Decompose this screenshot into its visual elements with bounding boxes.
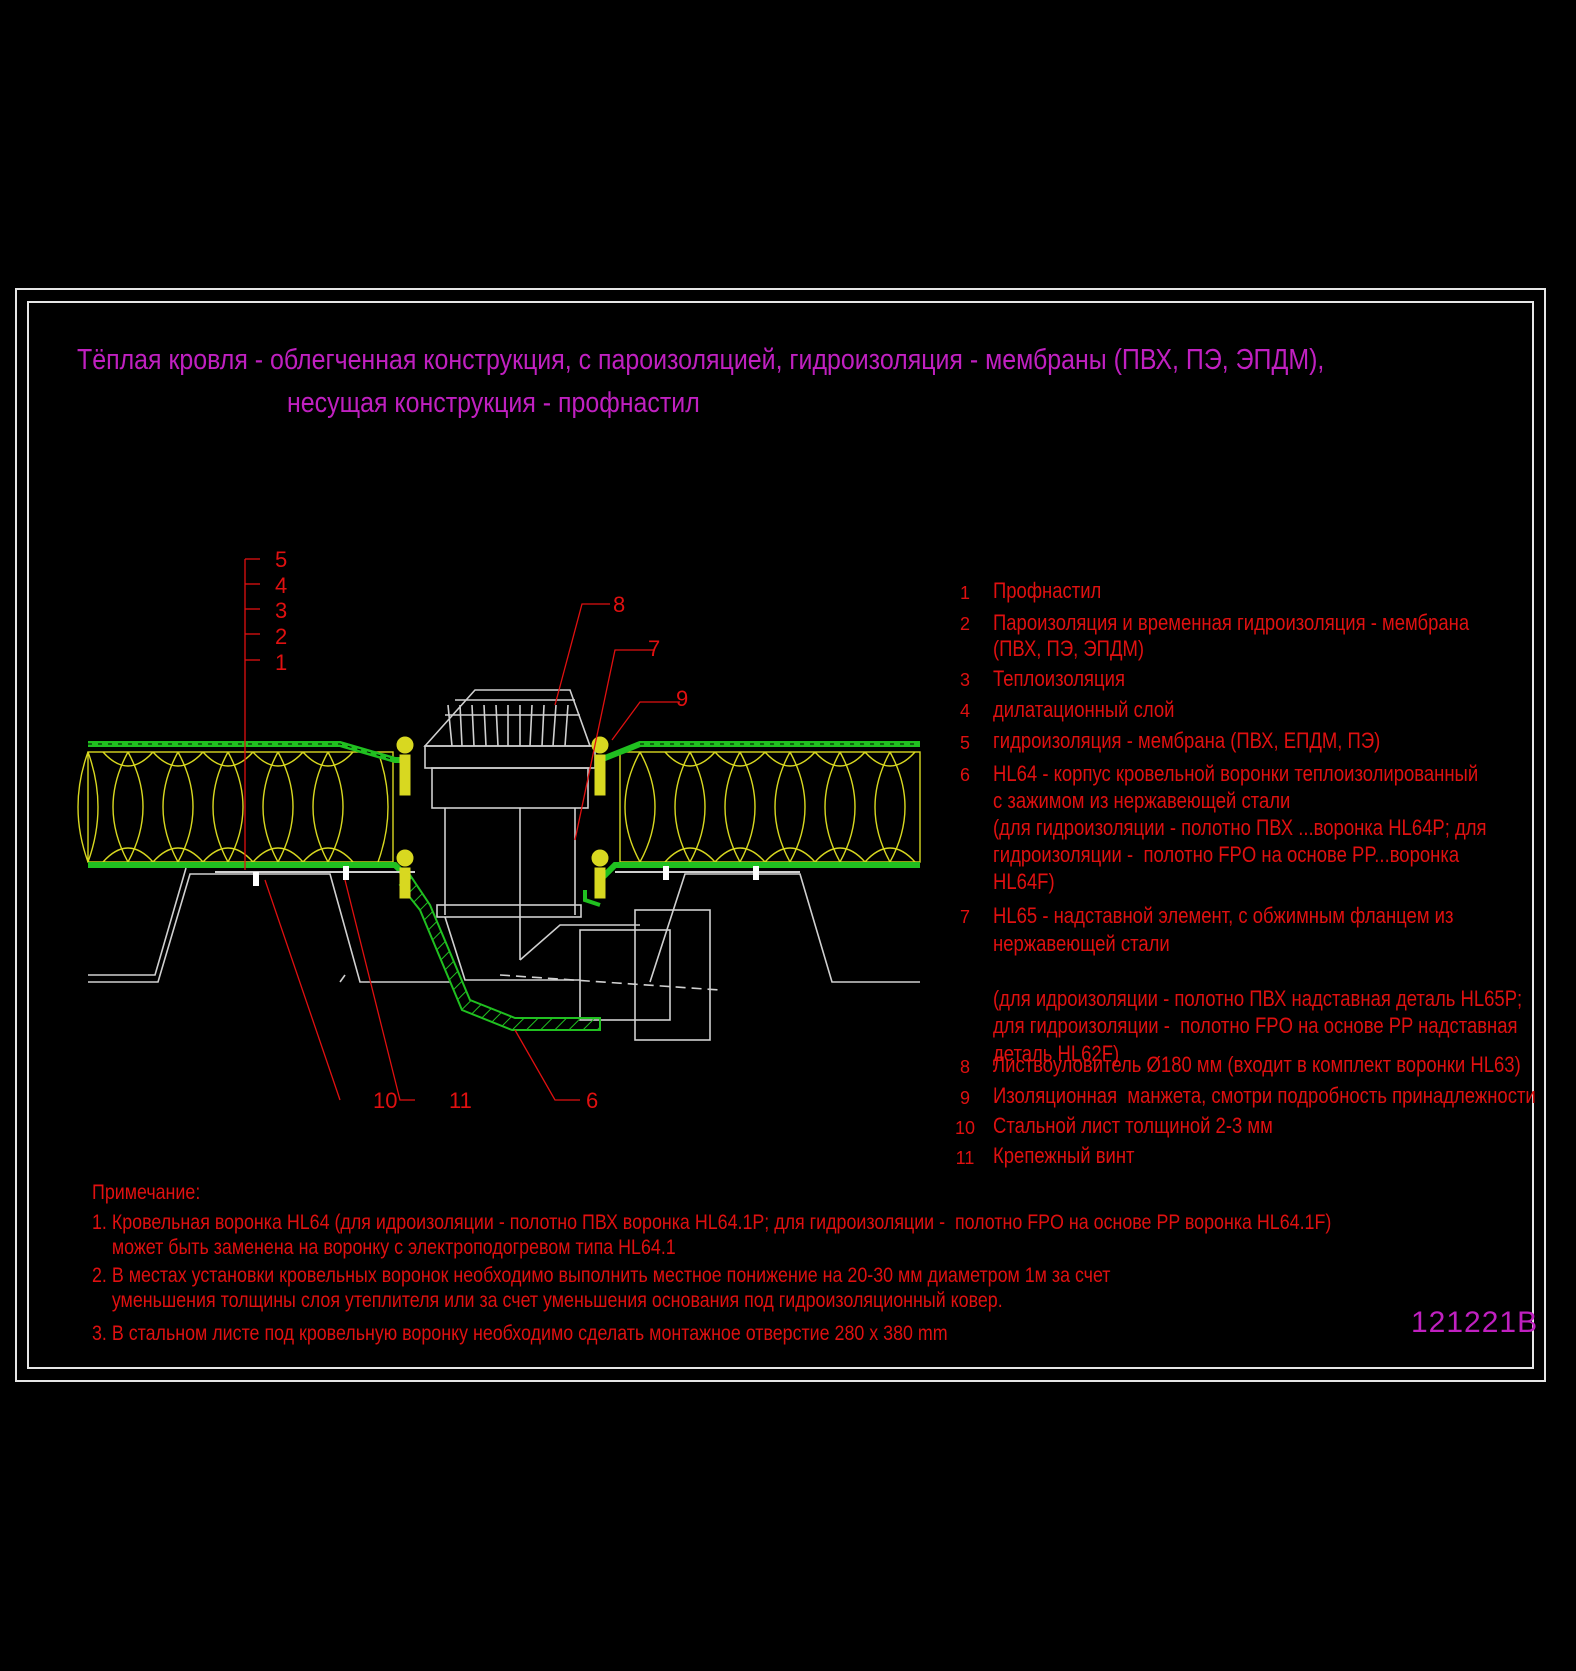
insulation-left — [77, 751, 394, 864]
legend-num-3: 3 — [959, 670, 970, 690]
legend-text-1: Профнастил — [993, 578, 1102, 603]
callout-9: 9 — [676, 686, 688, 711]
legend-num-2: 2 — [959, 614, 970, 634]
legend-num-4: 4 — [959, 701, 970, 721]
note-1: 1. Кровельная воронка HL64 (для идроизол… — [92, 1211, 1332, 1259]
title-line-2: несущая конструкция - профнастил — [287, 387, 700, 419]
legend-num-9: 9 — [959, 1088, 970, 1108]
legend-text-6: HL64 - корпус кровельной воронки теплоиз… — [993, 761, 1487, 894]
callout-11: 11 — [449, 1088, 472, 1113]
title-line-1: Тёплая кровля - облегченная конструкция,… — [77, 344, 1325, 376]
drain-jacket — [398, 873, 601, 1031]
legend-text-9: Изоляционная манжета, смотри подробность… — [993, 1083, 1536, 1108]
callout-5: 5 — [275, 547, 287, 572]
legend-text-8: Листвоуловитель Ø180 мм (входит в компле… — [993, 1052, 1521, 1077]
legend-text-4: дилатационный слой — [993, 697, 1175, 722]
legend-num-11: 11 — [955, 1148, 975, 1168]
inner-frame — [27, 301, 1534, 1369]
drawing-code: 121221B — [1411, 1306, 1539, 1339]
insulation-right — [619, 751, 921, 864]
outer-frame — [15, 288, 1546, 1382]
legend-text-7: HL65 - надставной элемент, с обжимным фл… — [993, 903, 1523, 1066]
callout-numbers: 5 4 3 2 1 8 7 9 10 11 6 — [275, 547, 688, 1113]
callout-10: 10 — [373, 1088, 397, 1113]
fastening-screws — [253, 866, 759, 886]
legend-num-6: 6 — [959, 765, 970, 785]
legend-text-3: Теплоизоляция — [993, 666, 1125, 691]
legend-text-11: Крепежный винт — [993, 1143, 1135, 1168]
callout-4: 4 — [275, 573, 287, 598]
drain-body — [423, 689, 721, 1041]
legend-num-1: 1 — [959, 583, 970, 603]
callout-7: 7 — [648, 636, 660, 661]
note-3: 3. В стальном листе под кровельную ворон… — [92, 1322, 948, 1345]
legend-num-5: 5 — [959, 733, 970, 753]
legend-text-2: Пароизоляция и временная гидроизоляция -… — [993, 610, 1470, 661]
legend-text-5: гидроизоляция - мембрана (ПВХ, ЕПДМ, ПЭ) — [993, 728, 1381, 753]
legend-num-10: 10 — [954, 1118, 976, 1138]
callout-8: 8 — [613, 592, 625, 617]
legend-num-8: 8 — [959, 1057, 970, 1077]
callout-2: 2 — [275, 624, 287, 649]
notes-heading: Примечание: — [92, 1181, 201, 1204]
legend-num-7: 7 — [959, 907, 970, 927]
callout-6: 6 — [586, 1088, 598, 1113]
leader-lines — [244, 558, 680, 1101]
profiled-deck — [88, 867, 920, 983]
clamp-bolts — [396, 736, 609, 899]
legend-text-10: Стальной лист толщиной 2-3 мм — [993, 1113, 1273, 1138]
callout-1: 1 — [275, 650, 287, 675]
callout-3: 3 — [275, 598, 287, 623]
note-2: 2. В местах установки кровельных воронок… — [92, 1264, 1111, 1312]
